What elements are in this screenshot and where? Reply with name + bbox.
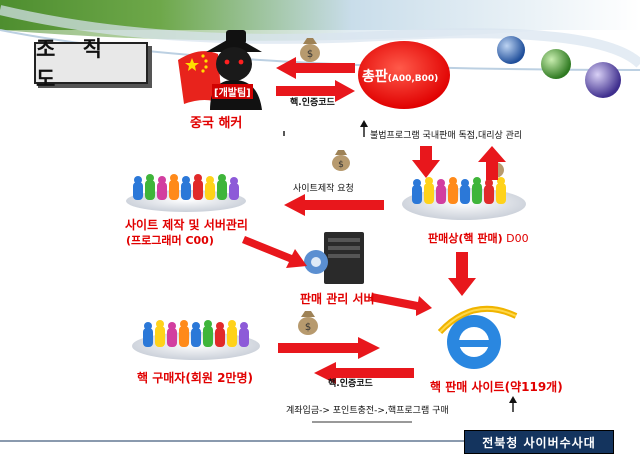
programmer-sub-label: (프로그래머 C00) — [126, 234, 214, 247]
money-bag-request-icon: $ — [332, 150, 350, 171]
dealer-label-code: D00 — [506, 232, 529, 245]
thin-arrows — [283, 120, 517, 412]
orb-purple-icon — [585, 62, 621, 98]
boss-label-main: 총판 — [362, 69, 388, 85]
header-curve — [0, 5, 640, 68]
orb-green-icon — [541, 49, 571, 79]
svg-text:$: $ — [338, 160, 344, 170]
arrow-buyer-to-site — [278, 337, 380, 359]
arrow-server-to-site — [370, 293, 432, 316]
dealer-label-main: 판매상(핵 판매) — [428, 232, 503, 245]
arrow-programmer-to-server — [242, 236, 307, 268]
china-flag-icon — [178, 51, 222, 104]
page-title: 조 직 도 — [34, 37, 148, 91]
arrow-dealer-to-programmer — [284, 194, 384, 216]
dealer-group-icon — [402, 177, 526, 220]
ie-logo-icon — [437, 305, 518, 369]
arrow-hacker-to-boss — [276, 80, 355, 102]
svg-text:$: $ — [305, 322, 311, 333]
boss-label: 총판(A00,B00) — [362, 66, 438, 86]
dealer-label: 판매상(핵 판매) D00 — [428, 230, 529, 246]
arrow-dealer-to-boss — [478, 146, 506, 180]
server-label: 판매 관리 서버 — [300, 292, 375, 306]
money-bag-buyer-icon: $ — [298, 311, 318, 335]
hacker-label: 중국 해커 — [190, 116, 243, 131]
server-icon — [304, 232, 364, 284]
illegal-program-label: 불법프로그램 국내판매 독점,대리상 관리 — [370, 131, 523, 141]
footer-unit-badge: 전북청 사이버수사대 — [464, 430, 614, 454]
programmer-group-icon — [126, 174, 246, 212]
arrow-boss-to-hacker — [276, 57, 355, 79]
buyer-label: 핵 구매자(회원 2만명) — [137, 371, 253, 385]
svg-text:$: $ — [307, 49, 313, 60]
flow-arrows — [242, 57, 506, 384]
arrow-boss-to-dealer — [412, 146, 440, 178]
arrow-site-to-buyer — [314, 362, 414, 384]
programmer-label: 사이트 제작 및 서버관리 — [125, 218, 248, 232]
boss-node-shape — [358, 41, 450, 109]
header-curve-line — [0, 29, 640, 71]
site-label: 핵 판매 사이트(약119개) — [430, 380, 563, 394]
site-request-label: 사이트제작 요청 — [293, 184, 354, 194]
hack-code-top-label: 핵.인증코드 — [290, 98, 335, 108]
arrow-dealer-to-site — [448, 252, 476, 296]
orb-blue-icon — [497, 36, 525, 64]
payment-flow-label: 계좌입금-> 포인트충전->,핵프로그램 구매 — [286, 406, 449, 416]
hack-code-bottom-label: 핵.인증코드 — [328, 379, 373, 389]
buyer-group-icon — [132, 320, 260, 360]
boss-label-code: (A00,B00) — [387, 74, 439, 84]
money-bag-top-icon: $ — [300, 38, 320, 62]
hacker-badge: [개발팀] — [212, 84, 253, 99]
